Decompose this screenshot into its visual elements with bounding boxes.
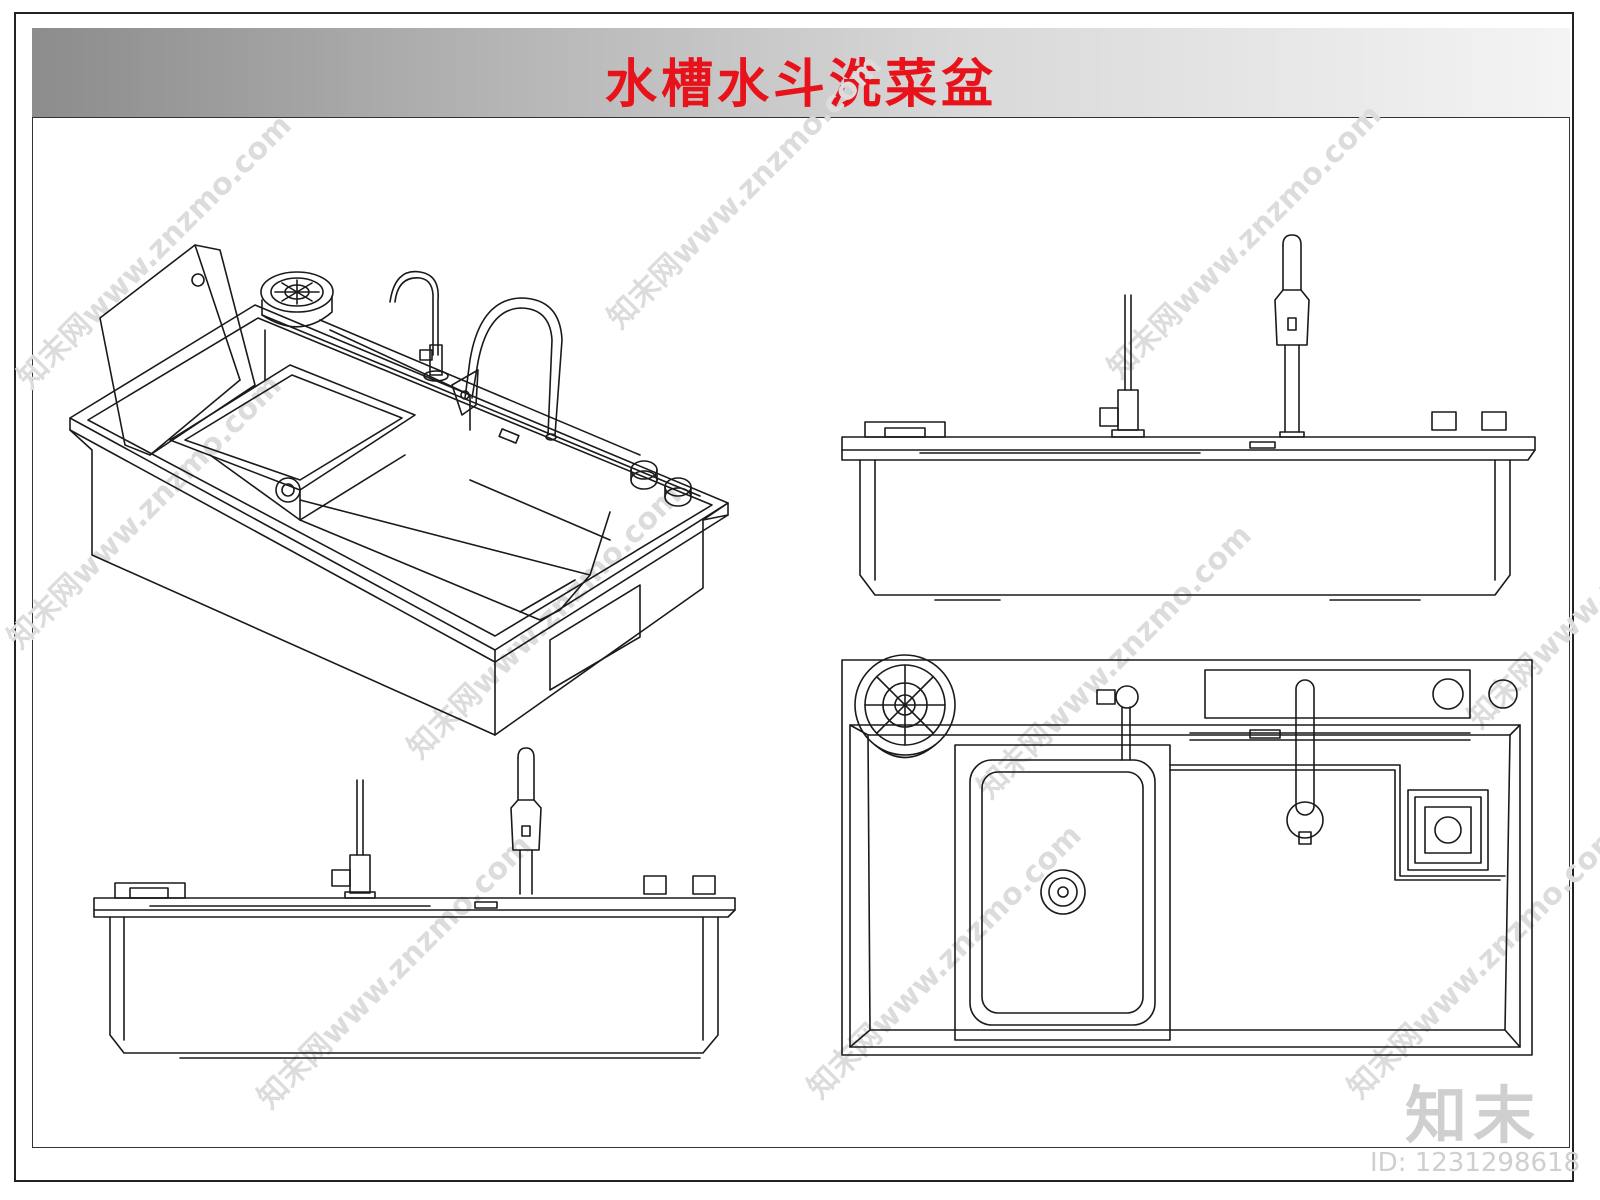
control-knob bbox=[1432, 678, 1464, 710]
cutting-board bbox=[954, 744, 1171, 1041]
title-bar: 水槽水斗洗菜盆 bbox=[32, 28, 1570, 118]
control-panel bbox=[1204, 669, 1471, 719]
filter-tap bbox=[389, 270, 449, 382]
sink-rim bbox=[93, 897, 736, 918]
watermark-text: 知末网www.znzmo.com bbox=[601, 48, 889, 336]
watermark-text: 知末网www.znzmo.com bbox=[1101, 98, 1389, 386]
sink-body bbox=[109, 916, 719, 1054]
cup-rinser bbox=[854, 654, 956, 759]
pull-out-faucet bbox=[451, 297, 563, 441]
watermark-logo: 知末 bbox=[1405, 1079, 1542, 1152]
control-knob bbox=[643, 875, 667, 895]
watermark-text: 知末网www.znzmo.com bbox=[1341, 818, 1600, 1106]
control-knob bbox=[1481, 411, 1507, 431]
watermark-id: ID: 1231298618 bbox=[1370, 1148, 1581, 1178]
sink-body bbox=[859, 459, 1511, 596]
control-knob bbox=[692, 875, 716, 895]
sink-body bbox=[69, 417, 496, 736]
drain bbox=[1040, 869, 1086, 915]
drawing-border-outer bbox=[14, 12, 1574, 1182]
watermark-text: 知末网www.znzmo.com bbox=[251, 828, 539, 1116]
inner-basin bbox=[969, 759, 1156, 1026]
inner-basin bbox=[169, 364, 416, 491]
sink-outline bbox=[841, 659, 1533, 1056]
watermark-layer: 知末网www.znzmo.com 知末网www.znzmo.com 知末网www… bbox=[1, 48, 1600, 1116]
plan-view bbox=[841, 654, 1533, 1056]
isometric-view bbox=[69, 244, 729, 736]
page-title: 水槽水斗洗菜盆 bbox=[604, 55, 997, 115]
waste-disposer bbox=[1407, 789, 1489, 871]
watermark-text: 知末网www.znzmo.com bbox=[11, 108, 299, 396]
watermark-text: 知末网www.znzmo.com bbox=[1, 368, 289, 656]
drain bbox=[275, 477, 301, 503]
watermark-text: 知末网www.znzmo.com bbox=[971, 518, 1259, 806]
control-knob bbox=[1488, 679, 1518, 709]
control-knob bbox=[1431, 411, 1457, 431]
watermark-text: 知末网www.znzmo.com bbox=[801, 818, 1089, 1106]
front-elevation-2 bbox=[93, 747, 736, 1059]
sink-rim bbox=[841, 436, 1536, 461]
watermark-text: 知末网www.znzmo.com bbox=[1461, 448, 1600, 736]
side-window bbox=[549, 584, 641, 691]
front-elevation bbox=[841, 234, 1536, 601]
